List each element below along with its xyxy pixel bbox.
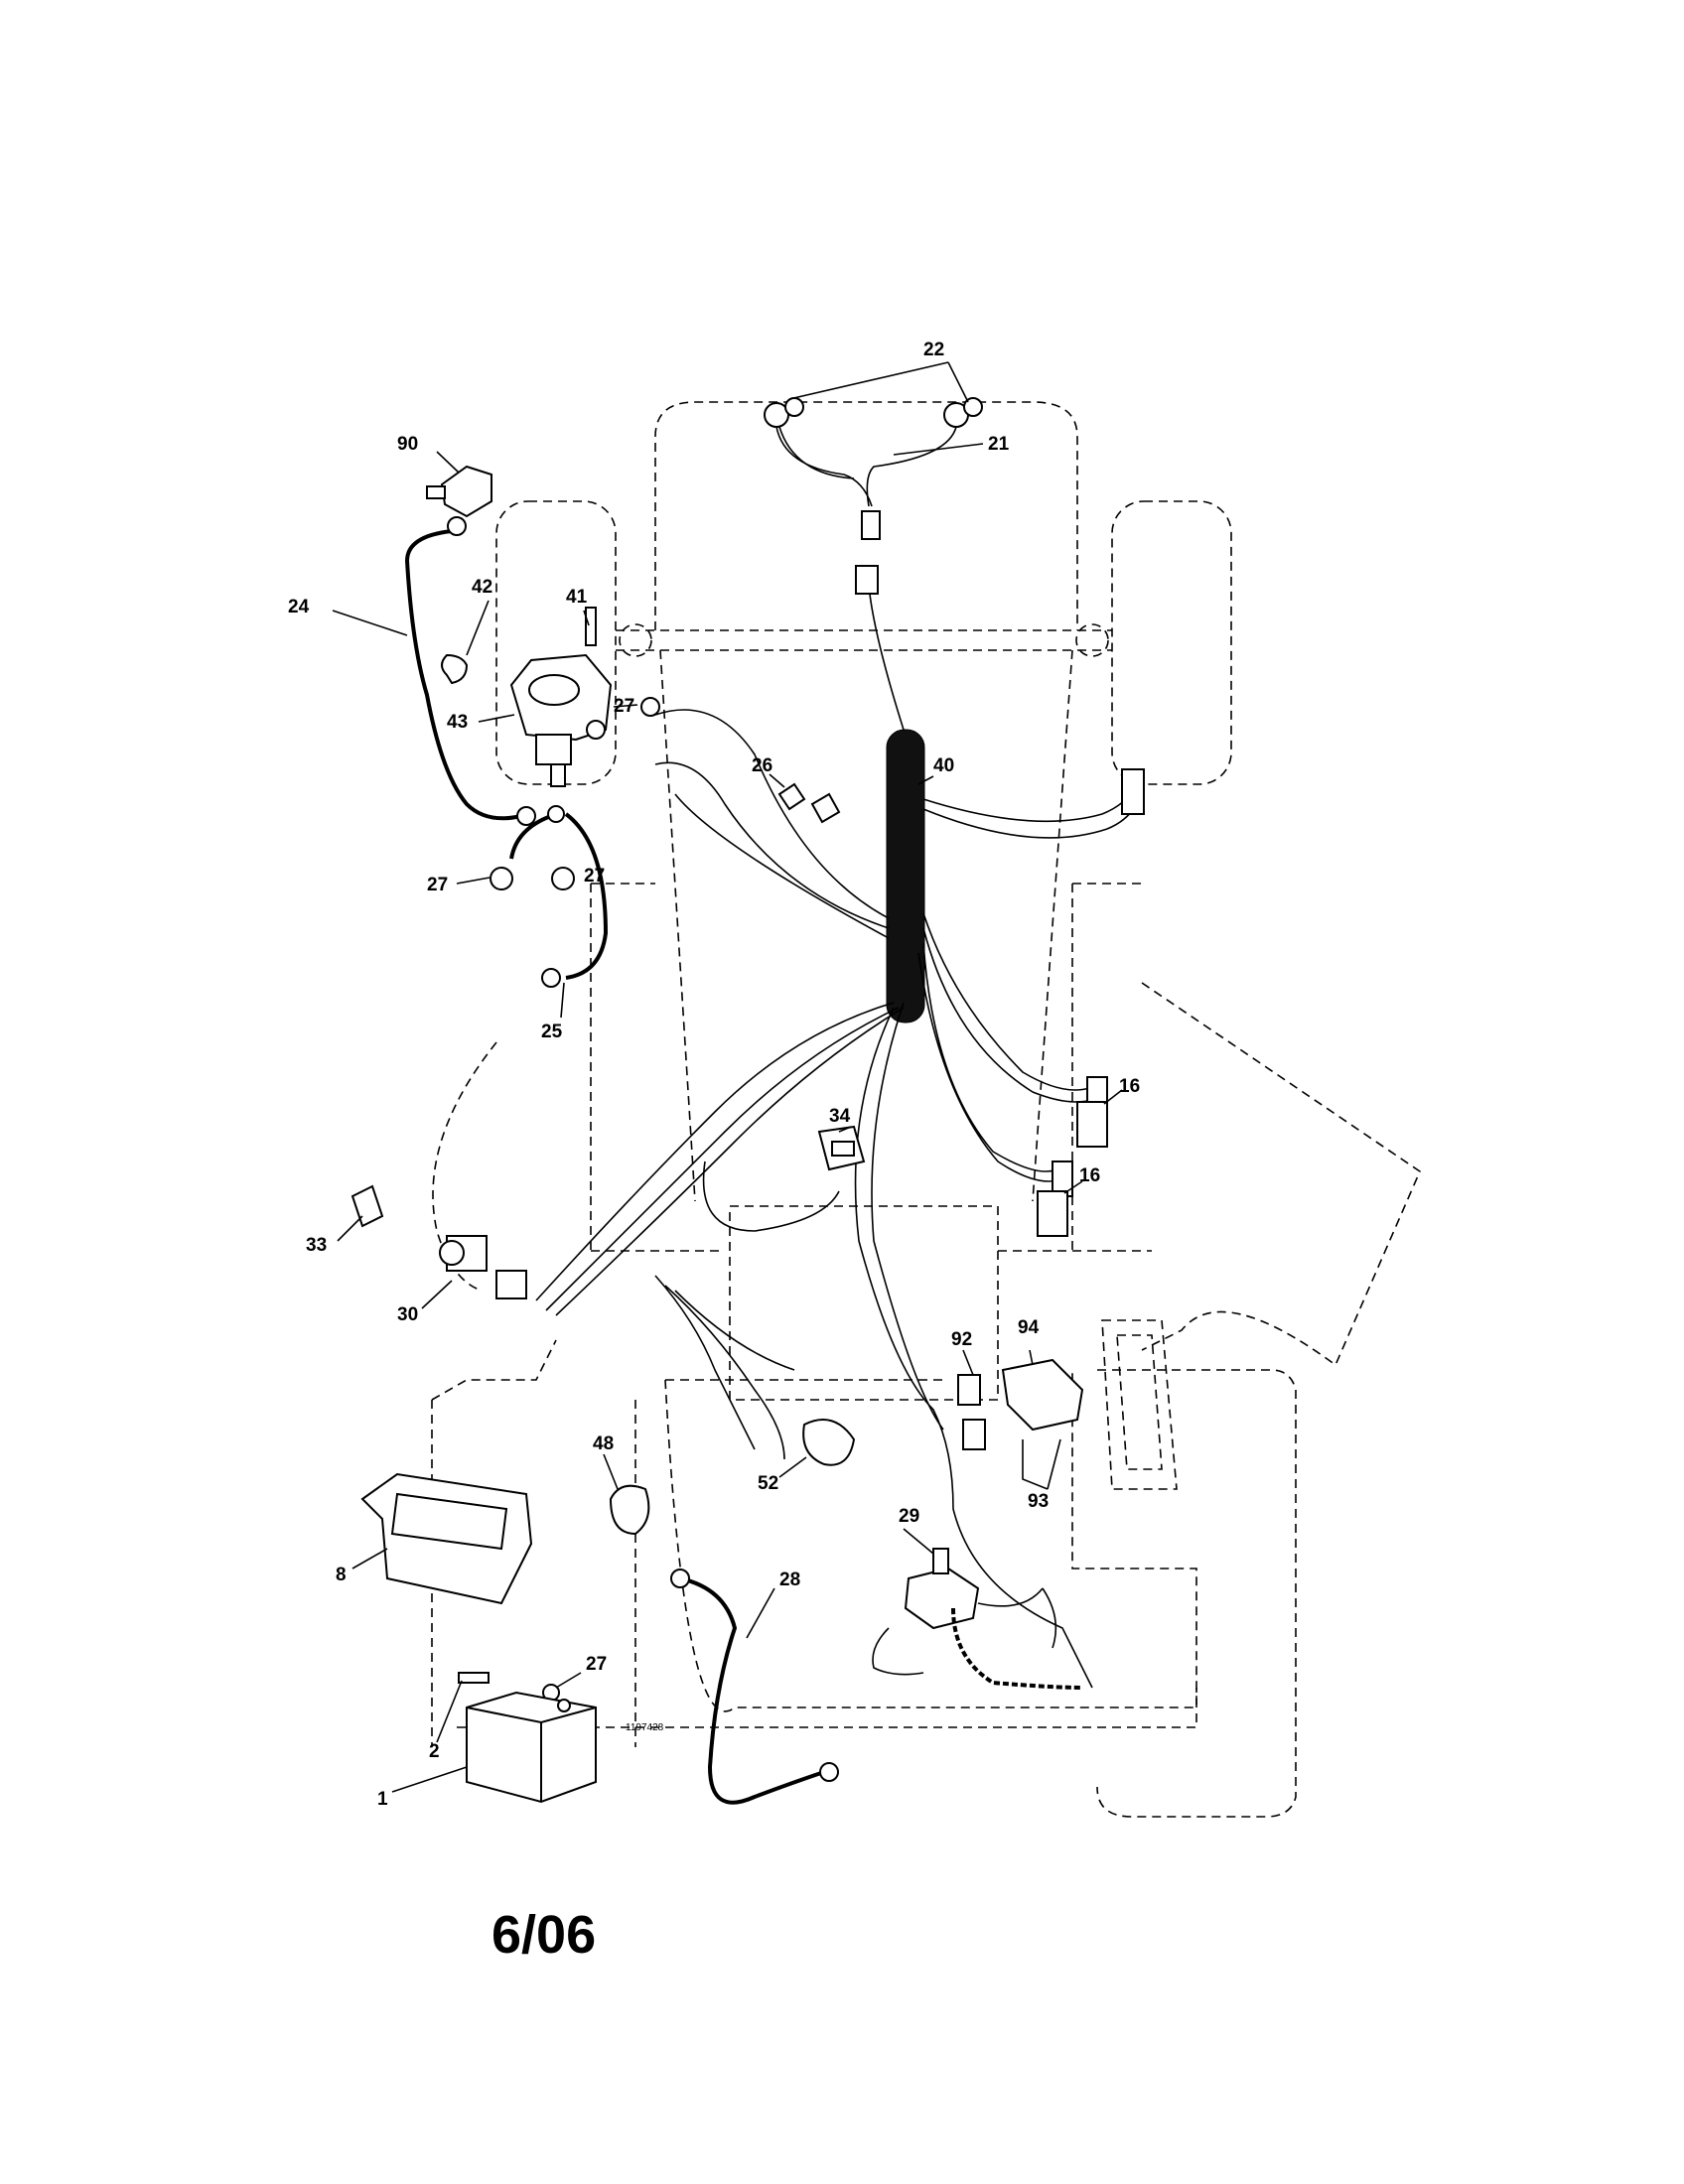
revision-date: 6/06 bbox=[491, 1905, 596, 1965]
callout-22: 22 bbox=[923, 340, 944, 360]
bolt-2 bbox=[458, 1672, 490, 1684]
callout-25: 25 bbox=[541, 1022, 563, 1042]
callout-90: 90 bbox=[397, 434, 418, 455]
battery-box-8 bbox=[360, 1472, 533, 1605]
cable-28 bbox=[670, 1569, 839, 1805]
callout-33: 33 bbox=[306, 1235, 327, 1256]
starter-solenoid bbox=[441, 607, 660, 787]
headlights bbox=[764, 397, 983, 540]
callout-leaders bbox=[332, 361, 1123, 1793]
connector-plug-90 bbox=[426, 465, 492, 518]
callout-40: 40 bbox=[933, 755, 954, 776]
drawing-code: 1197428 bbox=[626, 1722, 664, 1733]
callout-24: 24 bbox=[288, 597, 310, 617]
seat-switch-29 bbox=[872, 1548, 1083, 1690]
callout-92: 92 bbox=[951, 1329, 972, 1350]
callout-2: 2 bbox=[429, 1741, 440, 1762]
callout-16-lower: 16 bbox=[1079, 1165, 1100, 1186]
switches-16 bbox=[1037, 1101, 1108, 1237]
callout-34: 34 bbox=[829, 1106, 851, 1127]
callout-48: 48 bbox=[593, 1433, 614, 1454]
callout-52: 52 bbox=[758, 1473, 778, 1494]
wire-harness-40 bbox=[535, 565, 1145, 1689]
connectors-26 bbox=[777, 782, 841, 824]
switch-34 bbox=[817, 1125, 866, 1171]
callout-30: 30 bbox=[397, 1304, 418, 1325]
callout-27-upper: 27 bbox=[614, 696, 634, 717]
callout-16-upper: 16 bbox=[1119, 1076, 1140, 1097]
callout-8: 8 bbox=[336, 1565, 347, 1585]
callout-29: 29 bbox=[899, 1506, 919, 1527]
callout-numbers: 22 21 90 24 42 41 43 27 26 40 27 27 25 1… bbox=[288, 340, 1140, 1810]
chassis-outline bbox=[431, 401, 1421, 1818]
callout-1: 1 bbox=[377, 1789, 388, 1810]
light-52 bbox=[802, 1419, 856, 1466]
pto-switch-94 bbox=[957, 1358, 1084, 1450]
callout-27-left: 27 bbox=[427, 875, 448, 895]
battery-1 bbox=[466, 1691, 597, 1804]
callout-42: 42 bbox=[472, 577, 492, 598]
callout-43: 43 bbox=[447, 712, 468, 733]
callout-27-lower: 27 bbox=[586, 1654, 607, 1675]
callout-21: 21 bbox=[988, 434, 1010, 455]
callout-41: 41 bbox=[566, 587, 588, 608]
key-33 bbox=[351, 1184, 384, 1228]
nuts-27 bbox=[490, 867, 575, 1702]
callout-93: 93 bbox=[1028, 1491, 1049, 1512]
light-48 bbox=[609, 1484, 650, 1536]
callout-26: 26 bbox=[752, 755, 772, 776]
ignition-switch-30 bbox=[439, 1235, 527, 1299]
cable-25 bbox=[509, 805, 609, 988]
callout-28: 28 bbox=[779, 1570, 800, 1590]
callout-94: 94 bbox=[1018, 1317, 1040, 1338]
cable-24 bbox=[404, 516, 536, 826]
callout-27-right: 27 bbox=[584, 866, 605, 887]
